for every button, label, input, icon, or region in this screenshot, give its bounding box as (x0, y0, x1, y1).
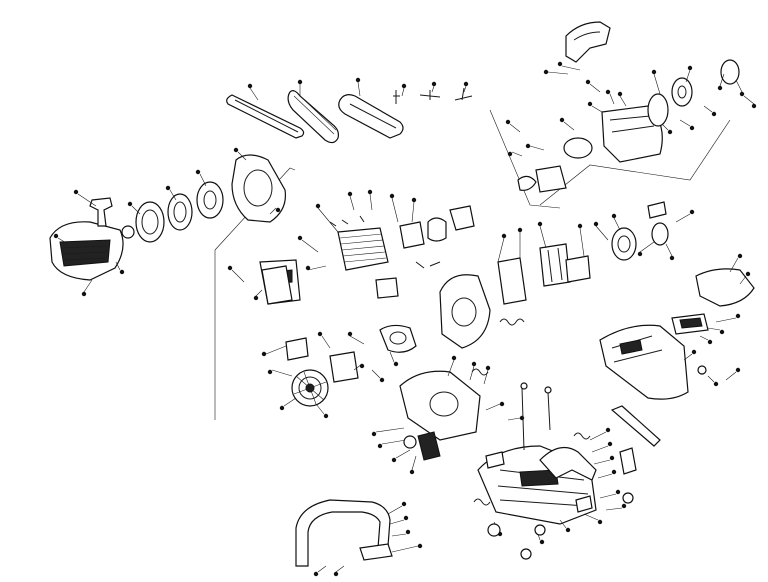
flywheel-clutch-side (611, 227, 637, 261)
ignition-module-bracket (285, 337, 309, 361)
rope-pulley (135, 201, 165, 243)
handle-grip-tube (610, 405, 661, 447)
throttle-lock (417, 431, 441, 461)
washer (651, 222, 669, 246)
air-filter-group (599, 268, 755, 400)
trigger (619, 447, 637, 475)
throttle-linkage (449, 205, 475, 231)
top-cover (599, 324, 689, 400)
chain-catcher (647, 201, 667, 219)
bar-chain-group (226, 87, 473, 144)
rear-handle (539, 446, 597, 481)
starter-handle (89, 197, 113, 227)
crankcase-group (439, 243, 571, 349)
tank-handle-group (399, 370, 661, 525)
crankshaft (379, 324, 417, 353)
brake-spring (517, 175, 537, 191)
ignition-group (261, 265, 359, 407)
crankcase-main (399, 370, 481, 441)
fan-cover (231, 154, 287, 223)
starter-group (49, 154, 287, 281)
crankcase-half (439, 274, 491, 349)
starter-spring (167, 193, 193, 231)
carburetor (399, 221, 425, 249)
handle-foot (359, 543, 393, 561)
saw-chain (287, 90, 339, 144)
front-handle-group (295, 499, 393, 567)
starter-pawl-plate (196, 181, 224, 219)
piston (375, 277, 399, 299)
clutch-brake-group (517, 21, 740, 193)
sprocket (720, 59, 740, 85)
bar-cover (338, 94, 404, 139)
oil-pump (497, 257, 527, 305)
intake-manifold (427, 217, 447, 242)
oil-pump-group (565, 201, 669, 283)
part-callouts (53, 61, 757, 577)
bar-stud (393, 90, 400, 104)
oil-pump-worm (539, 243, 571, 287)
clutch (671, 77, 693, 107)
ignition-coil (329, 351, 359, 383)
chain-brake-handle (565, 21, 611, 63)
oil-cap (575, 495, 593, 513)
clutch-drum (647, 93, 669, 127)
primer (261, 265, 293, 305)
bar-nut (419, 90, 441, 100)
chain-tensioner (454, 87, 473, 101)
filter-cover (695, 268, 755, 307)
fuel-cap (485, 451, 505, 469)
bearing-retainer (565, 255, 591, 283)
cylinder (337, 227, 389, 271)
chain-adjuster (535, 165, 567, 193)
fastener-hardware (329, 215, 707, 560)
brake-band (563, 137, 593, 159)
